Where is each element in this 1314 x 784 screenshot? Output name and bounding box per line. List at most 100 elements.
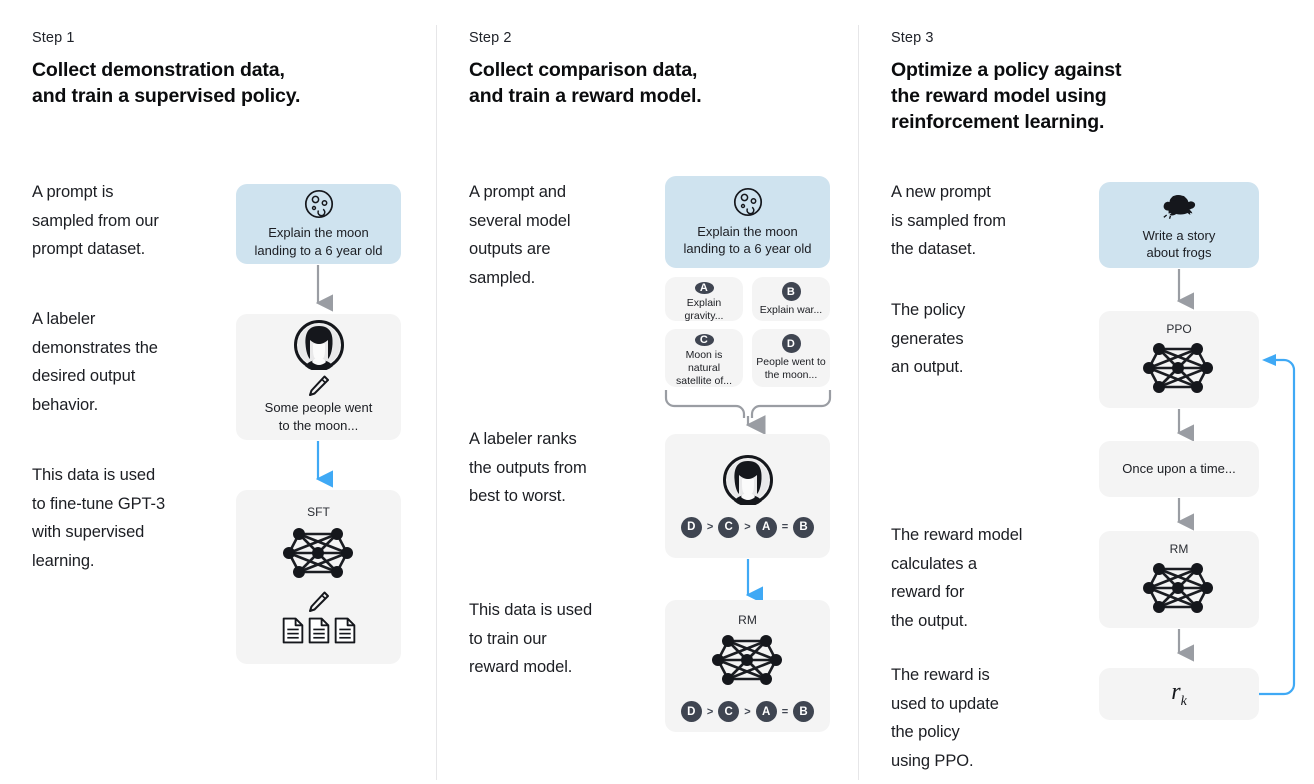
option-badge-c: C bbox=[694, 334, 714, 346]
step-3-column: Step 3 Optimize a policy against the rew… bbox=[859, 0, 1314, 784]
step-3-prompt-text: Write a story about frogs bbox=[1142, 227, 1216, 261]
step-2-option-a[interactable]: A Explain gravity... bbox=[665, 277, 743, 322]
step-2-label: Step 2 bbox=[469, 30, 512, 46]
step-2-paragraph-3: This data is used to train our reward mo… bbox=[469, 601, 593, 676]
step-3-paragraph-1: A new prompt is sampled from the dataset… bbox=[891, 183, 1006, 258]
step-2-ranking-row: D > C > A = B bbox=[680, 516, 815, 538]
step-3-paragraph-2: The policy generates an output. bbox=[891, 301, 966, 376]
step-1-sft-label: SFT bbox=[307, 505, 330, 519]
option-text-b: Explain war... bbox=[759, 304, 823, 316]
step-1-title: Collect demonstration data, and train a … bbox=[32, 57, 412, 109]
option-text-d: People went to the moon... bbox=[756, 356, 826, 381]
step-3-arrow-3 bbox=[1176, 498, 1194, 532]
rank-badge-c: C bbox=[718, 701, 740, 722]
step-1-paragraph-2: A labeler demonstrates the desired outpu… bbox=[32, 310, 158, 414]
step-2-title-line-1: Collect comparison data, bbox=[469, 59, 698, 81]
step-1-paragraph-1: A prompt is sampled from our prompt data… bbox=[32, 183, 159, 258]
step-3-title-line-2: the reward model using bbox=[891, 85, 1107, 107]
documents-icon bbox=[282, 617, 356, 644]
option-text-a: Explain gravity... bbox=[684, 297, 724, 322]
step-2-title: Collect comparison data, and train a rew… bbox=[469, 57, 839, 109]
rank-badge-b: B bbox=[793, 516, 815, 538]
step-3-label: Step 3 bbox=[891, 30, 934, 46]
rank-op-3: = bbox=[781, 521, 789, 533]
step-2-paragraph-1: A prompt and several model outputs are s… bbox=[469, 183, 571, 287]
step-3-arrow-4 bbox=[1176, 629, 1194, 663]
step-3-ppo-label: PPO bbox=[1166, 322, 1192, 336]
step-1-column: Step 1 Collect demonstration data, and t… bbox=[0, 0, 436, 784]
step-3-rm-label: RM bbox=[1169, 542, 1189, 556]
step-1-prompt-card[interactable]: Explain the moon landing to a 6 year old bbox=[236, 184, 401, 264]
step-1-paragraph-3: This data is used to fine-tune GPT-3 wit… bbox=[32, 466, 166, 570]
moon-icon bbox=[304, 189, 333, 219]
step-1-title-line-1: Collect demonstration data, bbox=[32, 59, 285, 81]
rank-op-2: > bbox=[744, 521, 751, 533]
column-divider-1 bbox=[436, 25, 437, 780]
reward-symbol-k: k bbox=[1180, 693, 1187, 709]
rank-badge-a: A bbox=[755, 516, 777, 538]
step-1-arrow-2 bbox=[315, 441, 333, 489]
neural-net-icon bbox=[711, 633, 783, 687]
step-3-output-card[interactable]: Once upon a time... bbox=[1099, 441, 1259, 497]
step-2-arrow-2 bbox=[745, 559, 763, 605]
step-3-ppo-card[interactable]: PPO bbox=[1099, 311, 1259, 408]
option-badge-a: A bbox=[694, 282, 714, 294]
step-2-rm-card[interactable]: RM D > C > A = B bbox=[665, 600, 830, 732]
neural-net-icon bbox=[1143, 341, 1215, 395]
step-2-option-b[interactable]: B Explain war... bbox=[752, 277, 830, 321]
reward-symbol-r: r bbox=[1171, 678, 1181, 705]
step-1-sft-card[interactable]: SFT bbox=[236, 490, 401, 664]
option-badge-d: D bbox=[781, 334, 801, 353]
rank-op-3: = bbox=[781, 705, 789, 718]
step-1-labeler-card[interactable]: Some people went to the moon... bbox=[236, 314, 401, 440]
step-2-paragraph-2: A labeler ranks the outputs from best to… bbox=[469, 430, 587, 505]
rank-badge-d: D bbox=[680, 701, 702, 722]
step-3-title: Optimize a policy against the reward mod… bbox=[891, 57, 1201, 135]
step-1-labeler-text: Some people went to the moon... bbox=[264, 400, 373, 433]
step-3-rm-card[interactable]: RM bbox=[1099, 531, 1259, 628]
step-2-rm-ranking-row: D > C > A = B bbox=[680, 701, 815, 722]
option-badge-b: B bbox=[781, 282, 801, 301]
step-1-label: Step 1 bbox=[32, 30, 75, 46]
column-divider-2 bbox=[858, 25, 859, 780]
rank-badge-a: A bbox=[755, 701, 777, 722]
reward-symbol: rk bbox=[1171, 679, 1187, 710]
rank-badge-c: C bbox=[718, 516, 740, 538]
step-2-title-line-2: and train a reward model. bbox=[469, 85, 702, 107]
step-3-output-text: Once upon a time... bbox=[1122, 461, 1236, 477]
step-3-title-line-1: Optimize a policy against bbox=[891, 59, 1122, 81]
step-1-title-line-2: and train a supervised policy. bbox=[32, 85, 301, 107]
step-2-option-c[interactable]: C Moon is natural satellite of... bbox=[665, 329, 743, 387]
step-3-title-line-3: reinforcement learning. bbox=[891, 111, 1105, 133]
step-1-arrow-1 bbox=[315, 265, 333, 313]
neural-net-icon bbox=[1143, 561, 1215, 615]
step-3-arrow-1 bbox=[1176, 269, 1194, 311]
rank-op-1: > bbox=[706, 521, 714, 533]
step-2-column: Step 2 Collect comparison data, and trai… bbox=[437, 0, 858, 784]
step-3-reward-card[interactable]: rk bbox=[1099, 668, 1259, 720]
step-3-arrow-2 bbox=[1176, 409, 1194, 443]
pencil-icon bbox=[308, 375, 329, 396]
option-text-c: Moon is natural satellite of... bbox=[675, 349, 733, 387]
rank-op-1: > bbox=[706, 705, 714, 718]
step-2-ranking-card[interactable]: D > C > A = B bbox=[665, 434, 830, 558]
step-2-merge-brace-arrow bbox=[664, 390, 832, 435]
step-3-feedback-loop bbox=[1259, 354, 1296, 696]
labeler-avatar-icon bbox=[293, 320, 344, 370]
step-2-option-d[interactable]: D People went to the moon... bbox=[752, 329, 830, 387]
neural-net-icon bbox=[282, 526, 354, 580]
step-2-prompt-card[interactable]: Explain the moon landing to a 6 year old bbox=[665, 176, 830, 268]
rank-badge-b: B bbox=[793, 701, 815, 722]
pencil-icon bbox=[308, 591, 329, 612]
labeler-avatar-icon bbox=[722, 454, 773, 505]
step-3-prompt-card[interactable]: Write a story about frogs bbox=[1099, 182, 1259, 268]
rank-op-2: > bbox=[744, 705, 751, 718]
step-3-paragraph-4: The reward is used to update the policy … bbox=[891, 666, 999, 770]
moon-icon bbox=[733, 187, 762, 216]
step-1-prompt-text: Explain the moon landing to a 6 year old bbox=[254, 225, 383, 258]
rank-badge-d: D bbox=[680, 516, 702, 538]
frog-icon bbox=[1162, 193, 1196, 219]
step-3-paragraph-3: The reward model calculates a reward for… bbox=[891, 526, 1023, 630]
step-2-rm-label: RM bbox=[738, 613, 757, 627]
